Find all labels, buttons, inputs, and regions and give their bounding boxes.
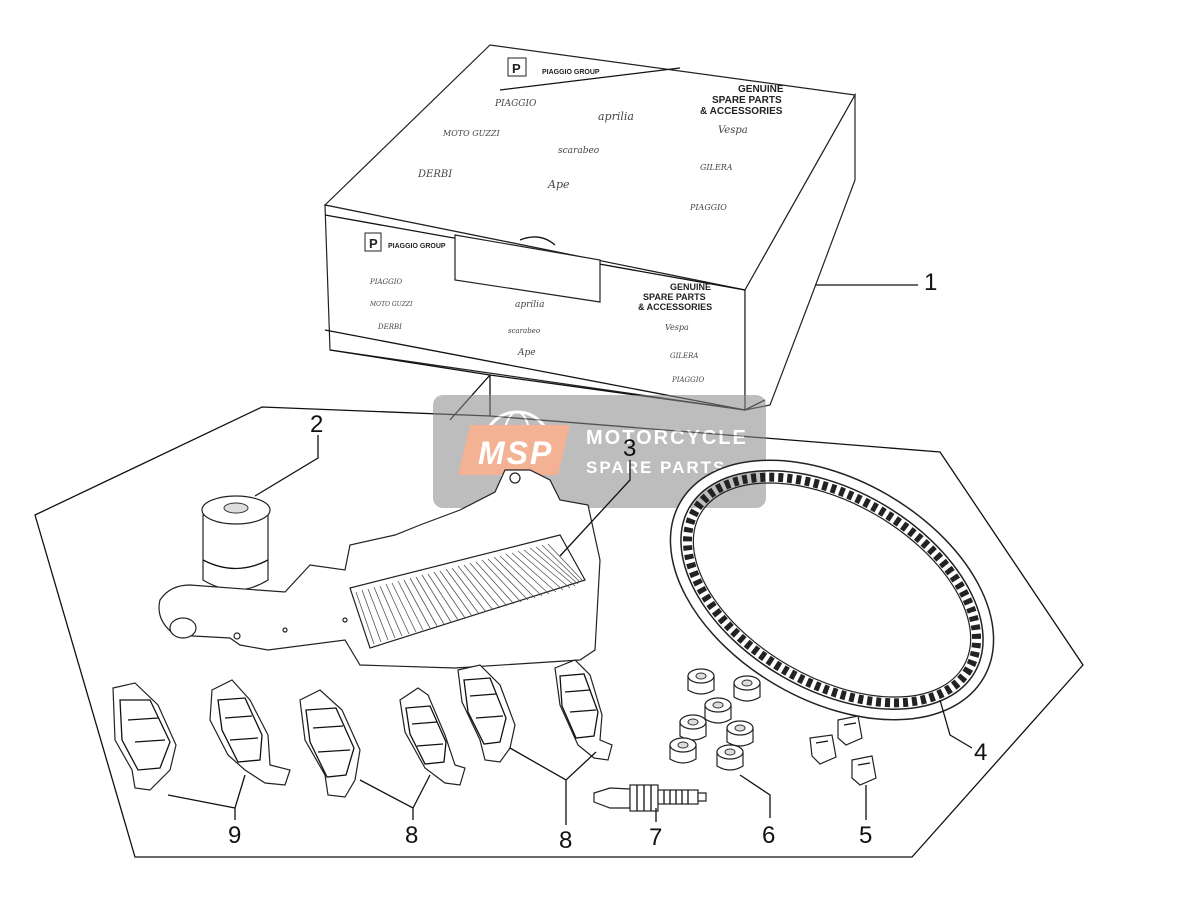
callout-8-mid: 8 xyxy=(405,822,418,849)
brand-ape-top: Ape xyxy=(547,178,570,191)
brand-aprilia-front: aprilia xyxy=(515,300,544,310)
piaggio-group-text-top: PIAGGIO GROUP xyxy=(542,69,600,76)
roller-5 xyxy=(726,720,754,747)
roller-1 xyxy=(687,668,715,695)
roller-2 xyxy=(733,675,761,702)
roller-7 xyxy=(716,744,744,771)
box-tagline-top-1: GENUINE xyxy=(738,84,784,95)
brand-piaggio-top: PIAGGIO xyxy=(494,99,537,109)
sliders xyxy=(809,715,877,786)
callout-5: 5 xyxy=(859,822,872,849)
brand-piaggio-front: PIAGGIO xyxy=(369,278,402,286)
brand-motoguzzi-top: MOTO GUZZI xyxy=(442,129,500,138)
piaggio-group-logo-front xyxy=(364,232,382,252)
box-tagline-front-1: GENUINE xyxy=(670,282,711,292)
msp-logo-text: MSP xyxy=(478,435,553,471)
brand-ape-front: Ape xyxy=(517,348,536,358)
leader-3 xyxy=(559,460,631,557)
brand-aprilia-top: aprilia xyxy=(598,110,634,123)
callout-3: 3 xyxy=(623,435,636,462)
rollers xyxy=(669,668,761,771)
callout-9: 9 xyxy=(228,822,241,849)
msp-line1: MOTORCYCLE xyxy=(586,427,748,449)
piaggio-group-mark-top: P xyxy=(512,61,521,76)
roller-4 xyxy=(679,714,707,741)
callout-8-right: 8 xyxy=(559,827,572,854)
piaggio-group-text-front: PIAGGIO GROUP xyxy=(388,243,446,250)
roller-6 xyxy=(669,737,697,764)
leader-8-right xyxy=(509,747,597,825)
leader-4 xyxy=(939,699,973,749)
brand-gilera-top: GILERA xyxy=(700,163,733,172)
air-filter-pleats xyxy=(355,543,583,645)
kit-box: P PIAGGIO GROUP P PIAGGIO GROUP GENUINE … xyxy=(323,44,856,411)
piaggio-group-mark-front: P xyxy=(369,236,378,251)
brand-derbi-top: DERBI xyxy=(417,169,453,180)
piaggio-group-logo-top xyxy=(507,57,527,77)
brand-piaggio2-top: PIAGGIO xyxy=(689,203,727,212)
leader-9 xyxy=(167,774,246,820)
air-filter xyxy=(158,469,601,669)
callout-2: 2 xyxy=(310,411,323,438)
spark-plug xyxy=(593,784,707,812)
brand-gilera-front: GILERA xyxy=(670,352,698,360)
brake-pad-1 xyxy=(112,682,177,791)
roller-3 xyxy=(704,697,732,724)
box-tagline-top-2: SPARE PARTS xyxy=(712,95,782,106)
brake-pad-4 xyxy=(399,687,466,786)
msp-line2: SPARE PARTS xyxy=(586,458,726,477)
leader-2 xyxy=(254,435,319,497)
brake-pad-3 xyxy=(299,689,361,798)
brand-vespa-top: Vespa xyxy=(718,125,748,136)
brake-pad-2 xyxy=(209,679,291,786)
callout-7: 7 xyxy=(649,824,662,851)
box-tagline-front-2: SPARE PARTS xyxy=(643,292,706,302)
msp-watermark: MSP MOTORCYCLE SPARE PARTS xyxy=(433,395,766,508)
drive-belt xyxy=(669,459,995,721)
brand-piaggio2-front: PIAGGIO xyxy=(671,376,704,384)
brand-scarabeo-front: scarabeo xyxy=(508,327,540,335)
brand-motoguzzi-front: MOTO GUZZI xyxy=(369,301,413,308)
leader-6 xyxy=(739,774,771,818)
box-tagline-top-3: & ACCESSORIES xyxy=(700,106,783,117)
brake-pad-6 xyxy=(554,659,613,761)
callout-6: 6 xyxy=(762,822,775,849)
callout-1: 1 xyxy=(924,269,937,296)
brand-vespa-front: Vespa xyxy=(665,323,689,332)
callout-4: 4 xyxy=(974,739,987,766)
box-tagline-front-3: & ACCESSORIES xyxy=(638,302,712,312)
leader-8-mid xyxy=(359,774,431,820)
brake-pad-5 xyxy=(457,664,516,763)
brand-derbi-front: DERBI xyxy=(377,323,402,331)
brand-scarabeo-top: scarabeo xyxy=(558,146,600,156)
oil-filter xyxy=(201,495,271,591)
